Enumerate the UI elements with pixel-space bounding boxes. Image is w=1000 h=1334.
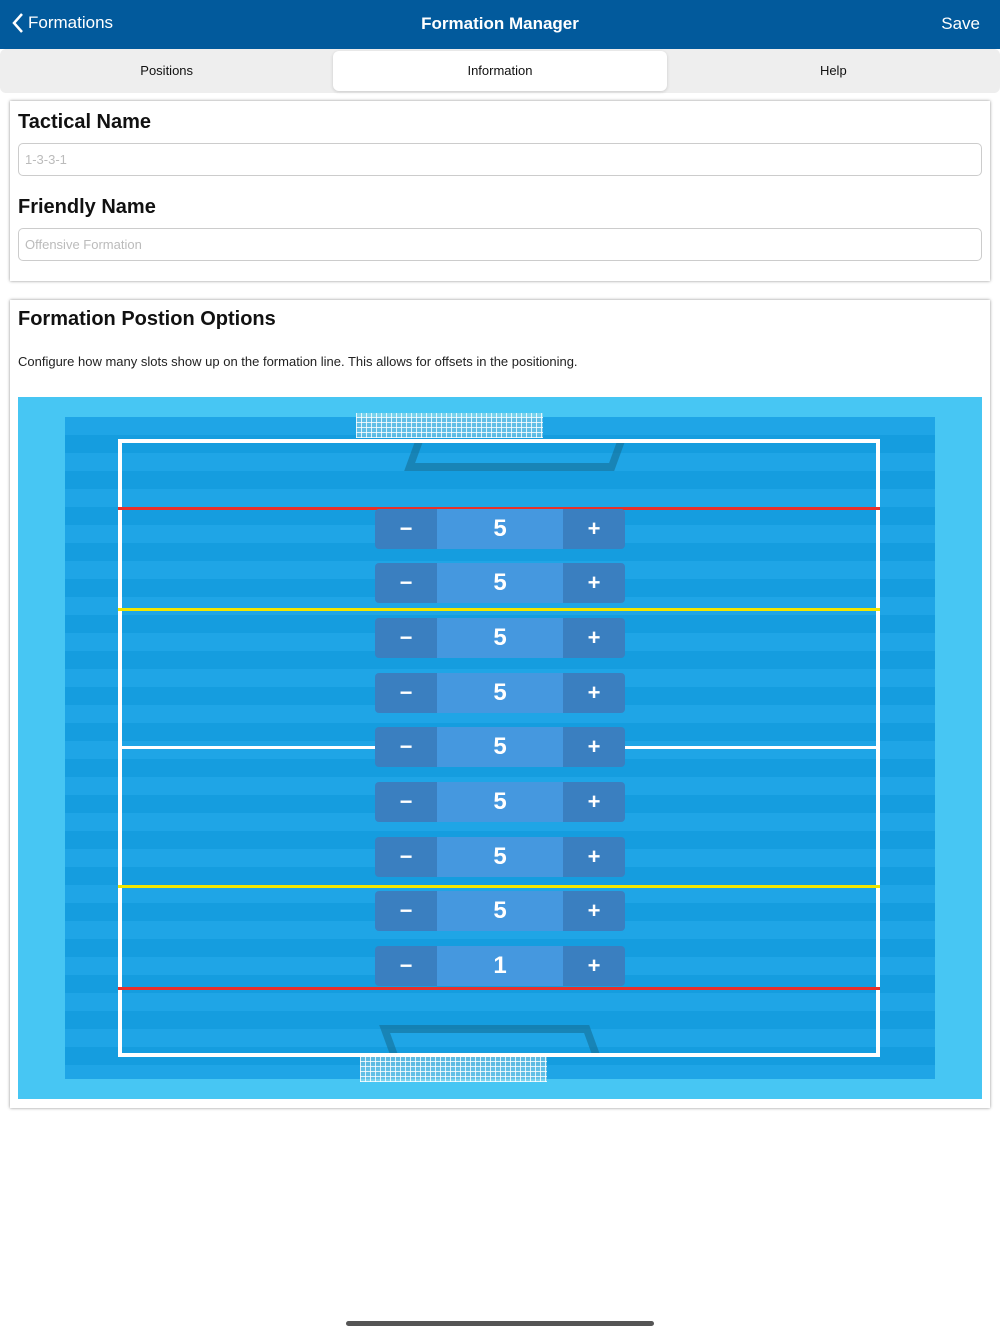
slot-stepper: −5+ — [375, 673, 625, 713]
decrement-button[interactable]: − — [375, 727, 437, 767]
slot-count: 5 — [437, 782, 563, 822]
slot-count: 5 — [437, 673, 563, 713]
increment-button[interactable]: + — [563, 946, 625, 986]
tab-information[interactable]: Information — [333, 51, 667, 91]
friendly-name-input[interactable]: Offensive Formation — [18, 228, 982, 261]
slot-stepper: −5+ — [375, 837, 625, 877]
decrement-button[interactable]: − — [375, 782, 437, 822]
slot-count: 1 — [437, 946, 563, 986]
friendly-name-label: Friendly Name — [18, 196, 156, 218]
red-line-bottom — [118, 987, 880, 990]
decrement-button[interactable]: − — [375, 891, 437, 931]
save-button[interactable]: Save — [941, 14, 980, 33]
increment-button[interactable]: + — [563, 782, 625, 822]
slot-count: 5 — [437, 727, 563, 767]
decrement-button[interactable]: − — [375, 509, 437, 549]
increment-button[interactable]: + — [563, 618, 625, 658]
slot-stepper: −5+ — [375, 891, 625, 931]
slot-count: 5 — [437, 891, 563, 931]
slot-stepper: −5+ — [375, 727, 625, 767]
pool-water: −5+−5+−5+−5+−5+−5+−5+−5+−1+ — [65, 413, 935, 1082]
slot-count: 5 — [437, 837, 563, 877]
slot-stepper: −5+ — [375, 618, 625, 658]
increment-button[interactable]: + — [563, 727, 625, 767]
segmented-tabs: Positions Information Help — [0, 49, 1000, 93]
goal-net-bottom — [360, 1057, 547, 1082]
slot-count: 5 — [437, 563, 563, 603]
increment-button[interactable]: + — [563, 509, 625, 549]
tab-positions[interactable]: Positions — [140, 63, 194, 78]
yellow-line-top — [118, 608, 880, 611]
decrement-button[interactable]: − — [375, 618, 437, 658]
increment-button[interactable]: + — [563, 891, 625, 931]
slot-stepper: −5+ — [375, 782, 625, 822]
decrement-button[interactable]: − — [375, 563, 437, 603]
chevron-left-icon — [12, 13, 23, 33]
increment-button[interactable]: + — [563, 673, 625, 713]
slot-count: 5 — [437, 618, 563, 658]
tab-help[interactable]: Help — [819, 63, 847, 78]
slot-count: 5 — [437, 509, 563, 549]
slot-stepper: −5+ — [375, 509, 625, 549]
red-line-top — [118, 507, 880, 510]
back-button[interactable]: Formations — [12, 12, 113, 34]
home-indicator — [346, 1321, 654, 1326]
nav-bar: Formations Formation Manager Save — [0, 0, 1000, 49]
options-description: Configure how many slots show up on the … — [18, 354, 578, 369]
pool-diagram: −5+−5+−5+−5+−5+−5+−5+−5+−1+ — [18, 397, 982, 1099]
back-label: Formations — [28, 13, 114, 32]
slot-stepper: −1+ — [375, 946, 625, 986]
page-title: Formation Manager — [421, 14, 579, 33]
formation-options-card: Formation Postion Options Configure how … — [10, 300, 990, 1108]
increment-button[interactable]: + — [563, 563, 625, 603]
options-title: Formation Postion Options — [18, 308, 276, 330]
yellow-line-bottom — [118, 885, 880, 888]
tactical-name-input[interactable]: 1-3-3-1 — [18, 143, 982, 176]
slot-stepper: −5+ — [375, 563, 625, 603]
increment-button[interactable]: + — [563, 837, 625, 877]
goal-net-top — [356, 413, 543, 438]
decrement-button[interactable]: − — [375, 837, 437, 877]
decrement-button[interactable]: − — [375, 946, 437, 986]
decrement-button[interactable]: − — [375, 673, 437, 713]
info-card: Tactical Name 1-3-3-1 Friendly Name Offe… — [10, 101, 990, 281]
tactical-name-label: Tactical Name — [18, 111, 152, 133]
